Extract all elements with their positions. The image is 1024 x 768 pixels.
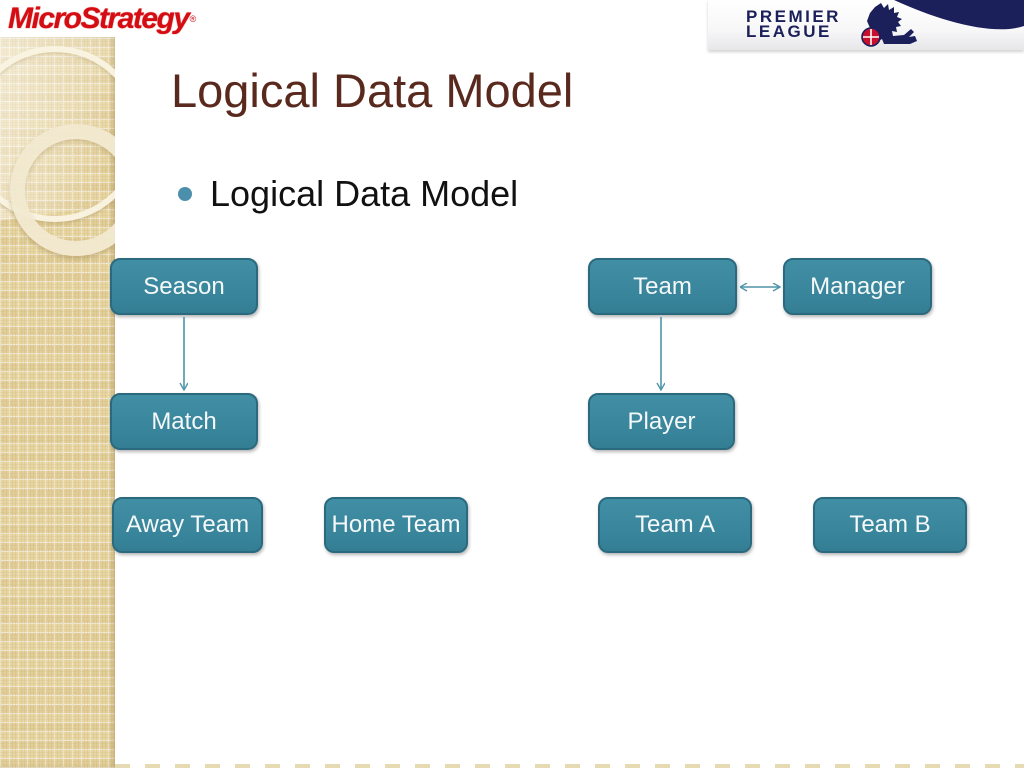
premier-league-line1: PREMIER: [746, 7, 841, 26]
registered-trademark-icon: ®: [189, 14, 197, 24]
banner-corner-swoosh: [894, 0, 1024, 30]
entity-box-match[interactable]: Match: [110, 393, 258, 450]
entity-box-season[interactable]: Season: [110, 258, 258, 315]
bottom-dashed-edge: [115, 764, 1024, 768]
microstrategy-logo: MicroStrategy®: [6, 1, 207, 37]
entity-box-away-team[interactable]: Away Team: [112, 497, 263, 553]
slide-title: Logical Data Model: [171, 64, 574, 117]
entity-box-player[interactable]: Player: [588, 393, 735, 450]
premier-league-lion-icon: [861, 3, 917, 47]
premier-league-wordmark: PREMIER LEAGUE: [746, 7, 841, 41]
entity-box-team-b[interactable]: Team B: [813, 497, 967, 553]
entity-box-home-team[interactable]: Home Team: [324, 497, 468, 553]
microstrategy-wordmark: MicroStrategy: [8, 2, 190, 35]
bullet-text: Logical Data Model: [210, 173, 519, 214]
entity-box-team[interactable]: Team: [588, 258, 737, 315]
bullet-line: Logical Data Model: [178, 173, 518, 215]
premier-league-line2: LEAGUE: [746, 22, 832, 41]
premier-league-banner: PREMIER LEAGUE: [708, 0, 1024, 50]
entity-box-team-a[interactable]: Team A: [598, 497, 752, 553]
bullet-icon: [178, 187, 192, 201]
sidebar-texture: [0, 37, 115, 768]
entity-box-manager[interactable]: Manager: [783, 258, 932, 315]
